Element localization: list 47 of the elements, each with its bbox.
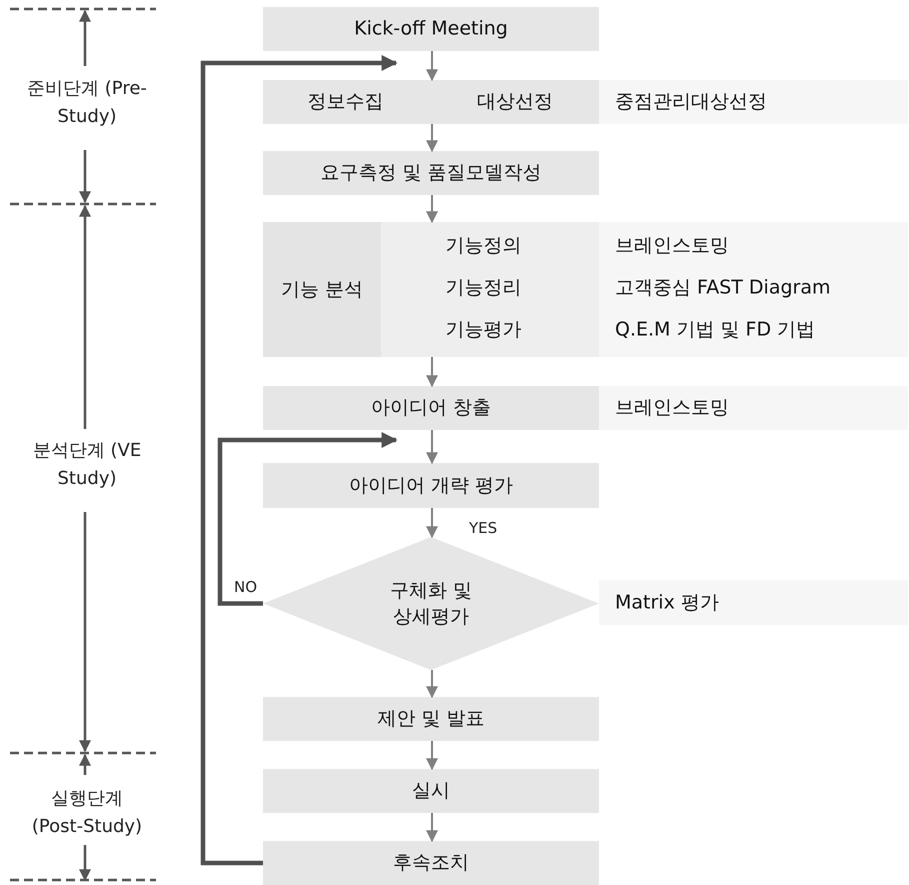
step-label: 제안 및 발표 — [377, 708, 485, 730]
process-box — [263, 80, 599, 124]
flow-arrow — [426, 430, 438, 464]
process-box — [381, 222, 599, 357]
feedback-arrow — [200, 55, 398, 866]
step-label: 기능 분석 — [280, 277, 364, 302]
step-label: 실시 — [412, 780, 450, 802]
flow-arrow — [426, 357, 438, 388]
process-box — [263, 841, 599, 885]
step-label: 브레인스토밍 — [615, 234, 729, 258]
process-box — [263, 769, 599, 813]
note-box — [599, 80, 908, 124]
step-label: 정보수집 — [307, 90, 384, 114]
step-label: Kick-off Meeting — [354, 18, 508, 40]
flow-arrow — [426, 124, 438, 152]
note-box — [599, 580, 908, 625]
step-label: 중점관리대상선정 — [615, 90, 767, 114]
step-label: 기능정의 — [445, 234, 522, 258]
step-label: 아이디어 개략 평가 — [348, 474, 514, 497]
phase-label: 분석단계 (VE Study) — [32, 439, 142, 491]
process-box — [263, 151, 599, 195]
step-label: 대상선정 — [477, 90, 553, 114]
flow-arrow — [426, 508, 438, 538]
process-box — [263, 7, 599, 51]
process-box — [263, 463, 599, 508]
flow-arrow — [426, 813, 438, 842]
step-label: Matrix 평가 — [615, 591, 719, 614]
note-box — [599, 386, 908, 430]
process-box — [263, 697, 599, 741]
step-label: 고객중심 FAST Diagram — [615, 276, 831, 300]
step-label: Q.E.M 기법 및 FD 기법 — [615, 318, 816, 342]
phase-label: 실행단계 (Post-Study) — [30, 787, 144, 839]
step-label: 요구측정 및 품질모델작성 — [320, 162, 542, 184]
step-label: 후속조치 — [393, 852, 469, 874]
step-label: 구체화 및 상세평가 — [388, 578, 474, 630]
flow-arrow — [426, 741, 438, 770]
step-label: 기능평가 — [445, 318, 522, 342]
step-label: 브레인스토밍 — [615, 396, 729, 420]
flow-arrow — [426, 51, 438, 82]
phase-label: 준비단계 (Pre-Study) — [26, 77, 148, 129]
process-box — [263, 222, 381, 357]
step-label: 아이디어 창출 — [370, 396, 492, 420]
flow-arrow — [426, 670, 438, 698]
feedback-arrow — [218, 432, 398, 606]
process-box — [263, 386, 599, 430]
step-label: 기능정리 — [445, 276, 522, 300]
flow-arrow — [426, 195, 438, 224]
